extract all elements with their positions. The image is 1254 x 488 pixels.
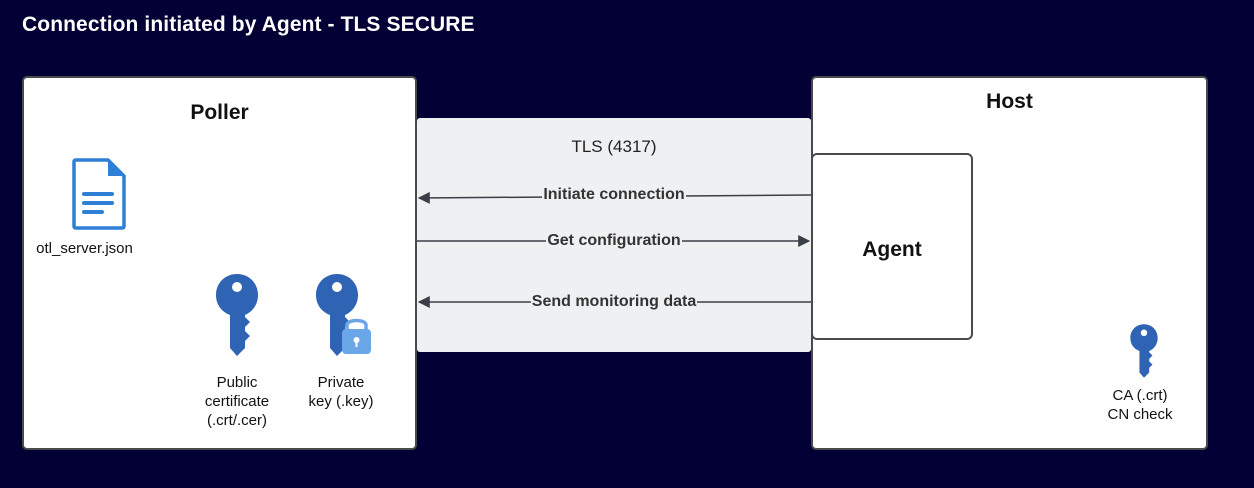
arrow-label-send-data: Send monitoring data: [530, 293, 698, 310]
agent-box: [811, 153, 973, 340]
public-certificate-label: Public certificate (.crt/.cer): [186, 373, 288, 430]
private-key-label: Private key (.key): [296, 373, 386, 411]
arrow-label-get-config: Get configuration: [546, 232, 682, 249]
poller-box: [22, 76, 417, 450]
ca-label: CA (.crt) CN check: [1090, 386, 1190, 424]
agent-title: Agent: [862, 238, 922, 261]
ca-label-line2: CN check: [1107, 406, 1173, 423]
arrow-label-initiate: Initiate connection: [542, 186, 686, 203]
key-icon: [216, 274, 258, 356]
document-icon: [72, 158, 126, 230]
locked-key-icon: [316, 274, 371, 356]
ca-label-line1: CA (.crt): [1112, 387, 1168, 404]
ca-key-icon: [1130, 324, 1158, 378]
tls-channel-label: TLS (4317): [571, 137, 657, 156]
poller-title: Poller: [190, 101, 249, 124]
file-label: otl_server.json: [36, 240, 133, 257]
diagram-title: Connection initiated by Agent - TLS SECU…: [22, 13, 475, 36]
host-title: Host: [986, 90, 1033, 113]
public-certificate-text: Public certificate (.crt/.cer): [204, 374, 270, 429]
private-key-text: Private key (.key): [308, 374, 374, 410]
